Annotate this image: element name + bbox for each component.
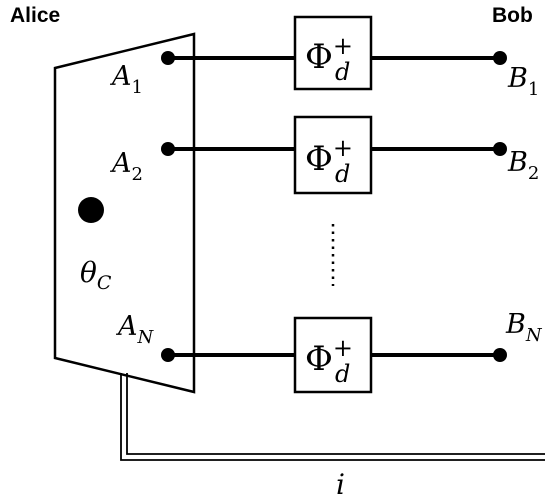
channel-box-1 xyxy=(293,15,373,91)
node-bob-n xyxy=(493,348,507,362)
alice-title: Alice xyxy=(10,4,61,27)
bob-port-label-1: B1 xyxy=(507,63,539,100)
alice-port-label-1: A1 xyxy=(109,61,143,98)
channel-label-n: Φ+ xyxy=(305,334,353,379)
channel-sub-n: d xyxy=(335,360,350,388)
node-bob-2 xyxy=(493,142,507,156)
link-2: Φ+ d A2 B2 xyxy=(109,115,539,195)
channel-label-2: Φ+ xyxy=(305,134,353,179)
node-bob-1 xyxy=(493,51,507,65)
alice-state-label: θC xyxy=(80,256,112,294)
channel-box-n xyxy=(293,316,373,394)
alice-port-label-n: AN xyxy=(115,311,155,348)
channel-label-1: Φ+ xyxy=(305,32,353,77)
link-n: Φ+ d AN BN xyxy=(115,309,543,394)
bob-title: Bob xyxy=(492,4,533,27)
channel-box-2 xyxy=(293,115,373,195)
node-alice-n xyxy=(161,348,175,362)
alice-dot xyxy=(78,197,104,223)
channel-sub-2: d xyxy=(335,160,350,188)
classical-wire-outer xyxy=(120,373,545,461)
node-alice-1 xyxy=(161,51,175,65)
node-alice-2 xyxy=(161,142,175,156)
alice-device xyxy=(53,32,196,394)
channel-sub-1: d xyxy=(335,58,350,86)
link-1: Φ+ d A1 B1 xyxy=(109,15,539,100)
bob-port-label-2: B2 xyxy=(507,147,539,184)
bob-port-label-n: BN xyxy=(505,309,543,346)
alice-port-label-2: A2 xyxy=(109,148,143,185)
classical-output-label: i xyxy=(336,468,345,498)
classical-wire-inner xyxy=(126,373,545,455)
